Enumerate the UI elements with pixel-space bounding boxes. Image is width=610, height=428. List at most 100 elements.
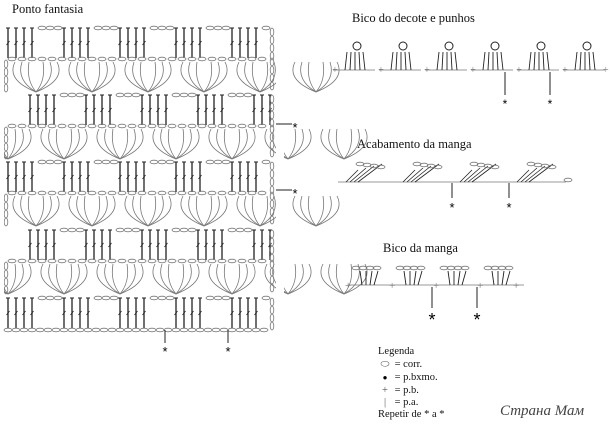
dc-fan	[359, 270, 363, 286]
chain-stitch	[97, 56, 107, 62]
chain-stitch	[157, 25, 167, 31]
fan-stitch	[7, 263, 32, 295]
dc-fan	[496, 51, 499, 71]
picot	[444, 41, 454, 51]
chain-stitch	[127, 123, 137, 129]
chain-stitch	[221, 295, 231, 301]
dc-bar	[14, 174, 18, 180]
chain-stitch	[99, 327, 109, 333]
dc-bar	[22, 40, 26, 46]
chain-stitch	[257, 190, 267, 196]
dc-fan	[520, 167, 538, 183]
fan-stitch	[167, 263, 177, 295]
fan-stitch	[343, 128, 368, 160]
dc-fan	[413, 270, 417, 286]
chain-stitch	[157, 190, 167, 196]
chain-stitch	[117, 56, 127, 62]
chain-stitch	[147, 123, 157, 129]
dc-bar	[86, 40, 90, 46]
chain-stitch	[237, 190, 247, 196]
chain-stitch	[3, 269, 9, 279]
edge-mask	[276, 58, 284, 298]
dc-bar	[246, 174, 250, 180]
dc-bar	[182, 174, 186, 180]
fan-stitch	[63, 263, 73, 295]
chain-stitch	[269, 199, 275, 209]
chain-stitch	[167, 258, 177, 264]
dc-bar	[198, 174, 202, 180]
fan-stitch	[175, 128, 200, 160]
chain-stitch	[269, 118, 275, 128]
chain-stitch	[197, 258, 207, 264]
fan-stitch	[40, 263, 65, 295]
picot	[536, 41, 546, 51]
dc-bar	[196, 107, 200, 113]
fan-stitch	[119, 128, 136, 160]
chain-stitch	[3, 217, 9, 227]
chain-stitch	[257, 123, 267, 129]
dc-bar	[246, 40, 250, 46]
dc-fan	[358, 51, 361, 71]
chain-stitch	[227, 227, 237, 233]
chain-stitch	[269, 148, 275, 158]
chain-stitch	[453, 265, 463, 271]
fan-stitch	[76, 61, 93, 93]
fan-stitch	[188, 195, 205, 227]
watermark: Страна Мам	[500, 403, 585, 419]
chain-stitch	[27, 56, 37, 62]
dc-bar	[6, 40, 10, 46]
chain-stitch	[47, 258, 57, 264]
dc-fan	[524, 165, 546, 183]
chain-stitch	[167, 190, 177, 196]
fan-stitch	[259, 61, 269, 93]
chain-stitch	[87, 190, 97, 196]
dc-bar	[62, 40, 66, 46]
fan-stitch	[83, 195, 93, 227]
fan-stitch	[328, 263, 345, 295]
chain-stitch	[7, 258, 17, 264]
fan-stitch	[315, 61, 332, 93]
fan-stitch	[96, 263, 121, 295]
chain-stitch	[205, 295, 215, 301]
chain-stitch	[269, 110, 275, 120]
dc-bar	[22, 174, 26, 180]
dc-fan	[417, 270, 423, 286]
dc-bar	[252, 107, 256, 113]
picot	[582, 41, 592, 51]
chain-stitch	[217, 56, 227, 62]
fan-stitch	[216, 128, 233, 160]
chain-stitch	[77, 123, 87, 129]
chain-stitch	[251, 327, 261, 333]
fan-stitch	[152, 128, 177, 160]
repeat-asterisk: *	[428, 310, 435, 330]
dc-fan	[441, 51, 444, 71]
chain-stitch	[53, 159, 63, 165]
chain-stitch	[157, 295, 167, 301]
main-chart-title: Ponto fantasia	[12, 2, 84, 16]
fan-stitch	[335, 128, 345, 160]
dc-fan	[588, 51, 591, 71]
chain-stitch	[107, 327, 117, 333]
fan-stitch	[251, 195, 261, 227]
chain-stitch	[207, 123, 217, 129]
dc-bar	[268, 242, 272, 248]
chain-stitch	[3, 327, 13, 333]
fan-stitch	[216, 263, 233, 295]
chain-stitch	[59, 227, 69, 233]
fan-stitch	[7, 128, 32, 160]
fan-stitch	[96, 128, 121, 160]
chain-stitch	[127, 190, 137, 196]
chain-stitch	[237, 123, 247, 129]
chain-stitch	[197, 190, 207, 196]
fan-stitch	[315, 195, 340, 227]
dc-bar	[148, 107, 152, 113]
fan-stitch	[244, 61, 261, 93]
dc-bar	[142, 174, 146, 180]
repeat-asterisk: *	[503, 97, 508, 111]
dc-fan	[461, 270, 467, 286]
chain-stitch	[57, 123, 67, 129]
fan-stitch	[91, 61, 101, 93]
fan-stitch	[35, 195, 45, 227]
fan-stitch	[119, 128, 129, 160]
dc-bar	[230, 174, 234, 180]
